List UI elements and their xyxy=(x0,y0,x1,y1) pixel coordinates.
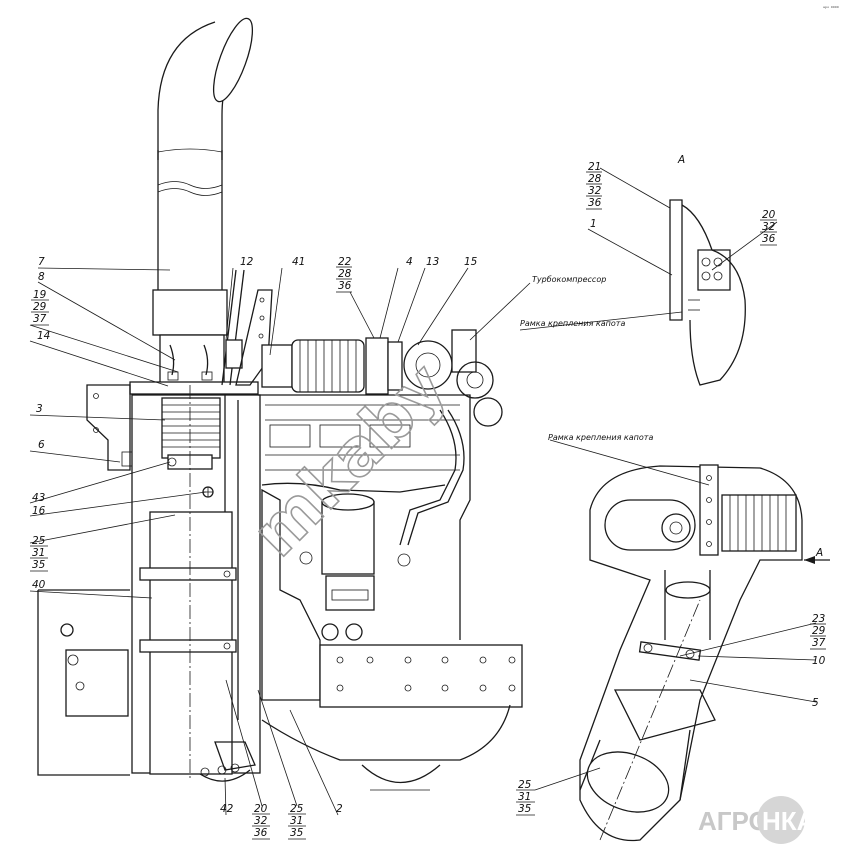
callout-19: 19 xyxy=(33,289,47,301)
callout-31-section: 31 xyxy=(518,791,531,803)
callout-leaders xyxy=(29,167,830,816)
callout-7: 7 xyxy=(38,256,45,268)
svg-text:НКА: НКА xyxy=(762,806,816,836)
callout-5: 5 xyxy=(812,697,819,709)
callout-labels: 7 8 19 29 37 14 3 6 43 16 25 31 35 40 12… xyxy=(30,154,826,840)
callout-32-view-a-2: 32 xyxy=(762,221,776,233)
callout-35: 35 xyxy=(32,559,46,571)
callout-36-view-a: 36 xyxy=(588,197,602,209)
caption-hood-frame-mid: Рамка крепления капота xyxy=(548,433,653,442)
callout-28: 28 xyxy=(338,268,352,280)
callout-43: 43 xyxy=(32,492,45,504)
callout-14: 14 xyxy=(37,330,50,342)
caption-turbocharger: Турбокомпрессор xyxy=(532,275,606,284)
agronka-logo: АГРО НКА xyxy=(698,796,816,844)
callout-21: 21 xyxy=(588,161,601,173)
callout-37: 37 xyxy=(33,313,47,325)
callout-25: 25 xyxy=(32,535,46,547)
callout-2: 2 xyxy=(336,803,343,815)
callout-13: 13 xyxy=(426,256,439,268)
callout-36-view-a-2: 36 xyxy=(762,233,776,245)
callout-4: 4 xyxy=(406,256,413,268)
callout-1: 1 xyxy=(590,218,597,230)
callout-35-bottom: 35 xyxy=(290,827,304,839)
callout-6: 6 xyxy=(38,439,45,451)
callout-10: 10 xyxy=(812,655,826,667)
callout-41: 41 xyxy=(292,256,305,268)
view-a-label: A xyxy=(677,154,685,166)
caption-hood-frame-top: Рамка крепления капота xyxy=(520,319,625,328)
callout-8: 8 xyxy=(38,271,45,283)
callout-23: 23 xyxy=(812,613,825,625)
callout-25-bottom: 25 xyxy=(290,803,304,815)
callout-36: 36 xyxy=(338,280,352,292)
callout-15: 15 xyxy=(464,256,478,268)
callout-20-bottom: 20 xyxy=(254,803,268,815)
callout-32-bottom: 32 xyxy=(254,815,268,827)
callout-25-section: 25 xyxy=(518,779,532,791)
view-a-detail xyxy=(669,199,746,386)
callout-12: 12 xyxy=(240,256,254,268)
corner-mark: ᵃᵖᵒ ⁰⁰⁰⁰ xyxy=(823,6,839,12)
callout-20-view-a: 20 xyxy=(762,209,776,221)
callout-3: 3 xyxy=(36,403,43,415)
callout-31: 31 xyxy=(32,547,45,559)
svg-text:АГРО: АГРО xyxy=(698,806,769,836)
section-detail xyxy=(579,464,803,842)
main-assembly xyxy=(37,17,523,791)
callout-31-bottom: 31 xyxy=(290,815,303,827)
callout-28-view-a: 28 xyxy=(588,173,602,185)
callout-29-section: 29 xyxy=(812,625,826,637)
callout-29: 29 xyxy=(33,301,47,313)
callout-40: 40 xyxy=(32,579,46,591)
callout-36-bottom: 36 xyxy=(254,827,268,839)
section-arrow-a: A xyxy=(815,547,823,559)
callout-37-section: 37 xyxy=(812,637,826,649)
callout-32-view-a: 32 xyxy=(588,185,602,197)
callout-22: 22 xyxy=(338,256,352,268)
callout-35-section: 35 xyxy=(518,803,532,815)
callout-42: 42 xyxy=(220,803,234,815)
callout-16: 16 xyxy=(32,505,46,517)
